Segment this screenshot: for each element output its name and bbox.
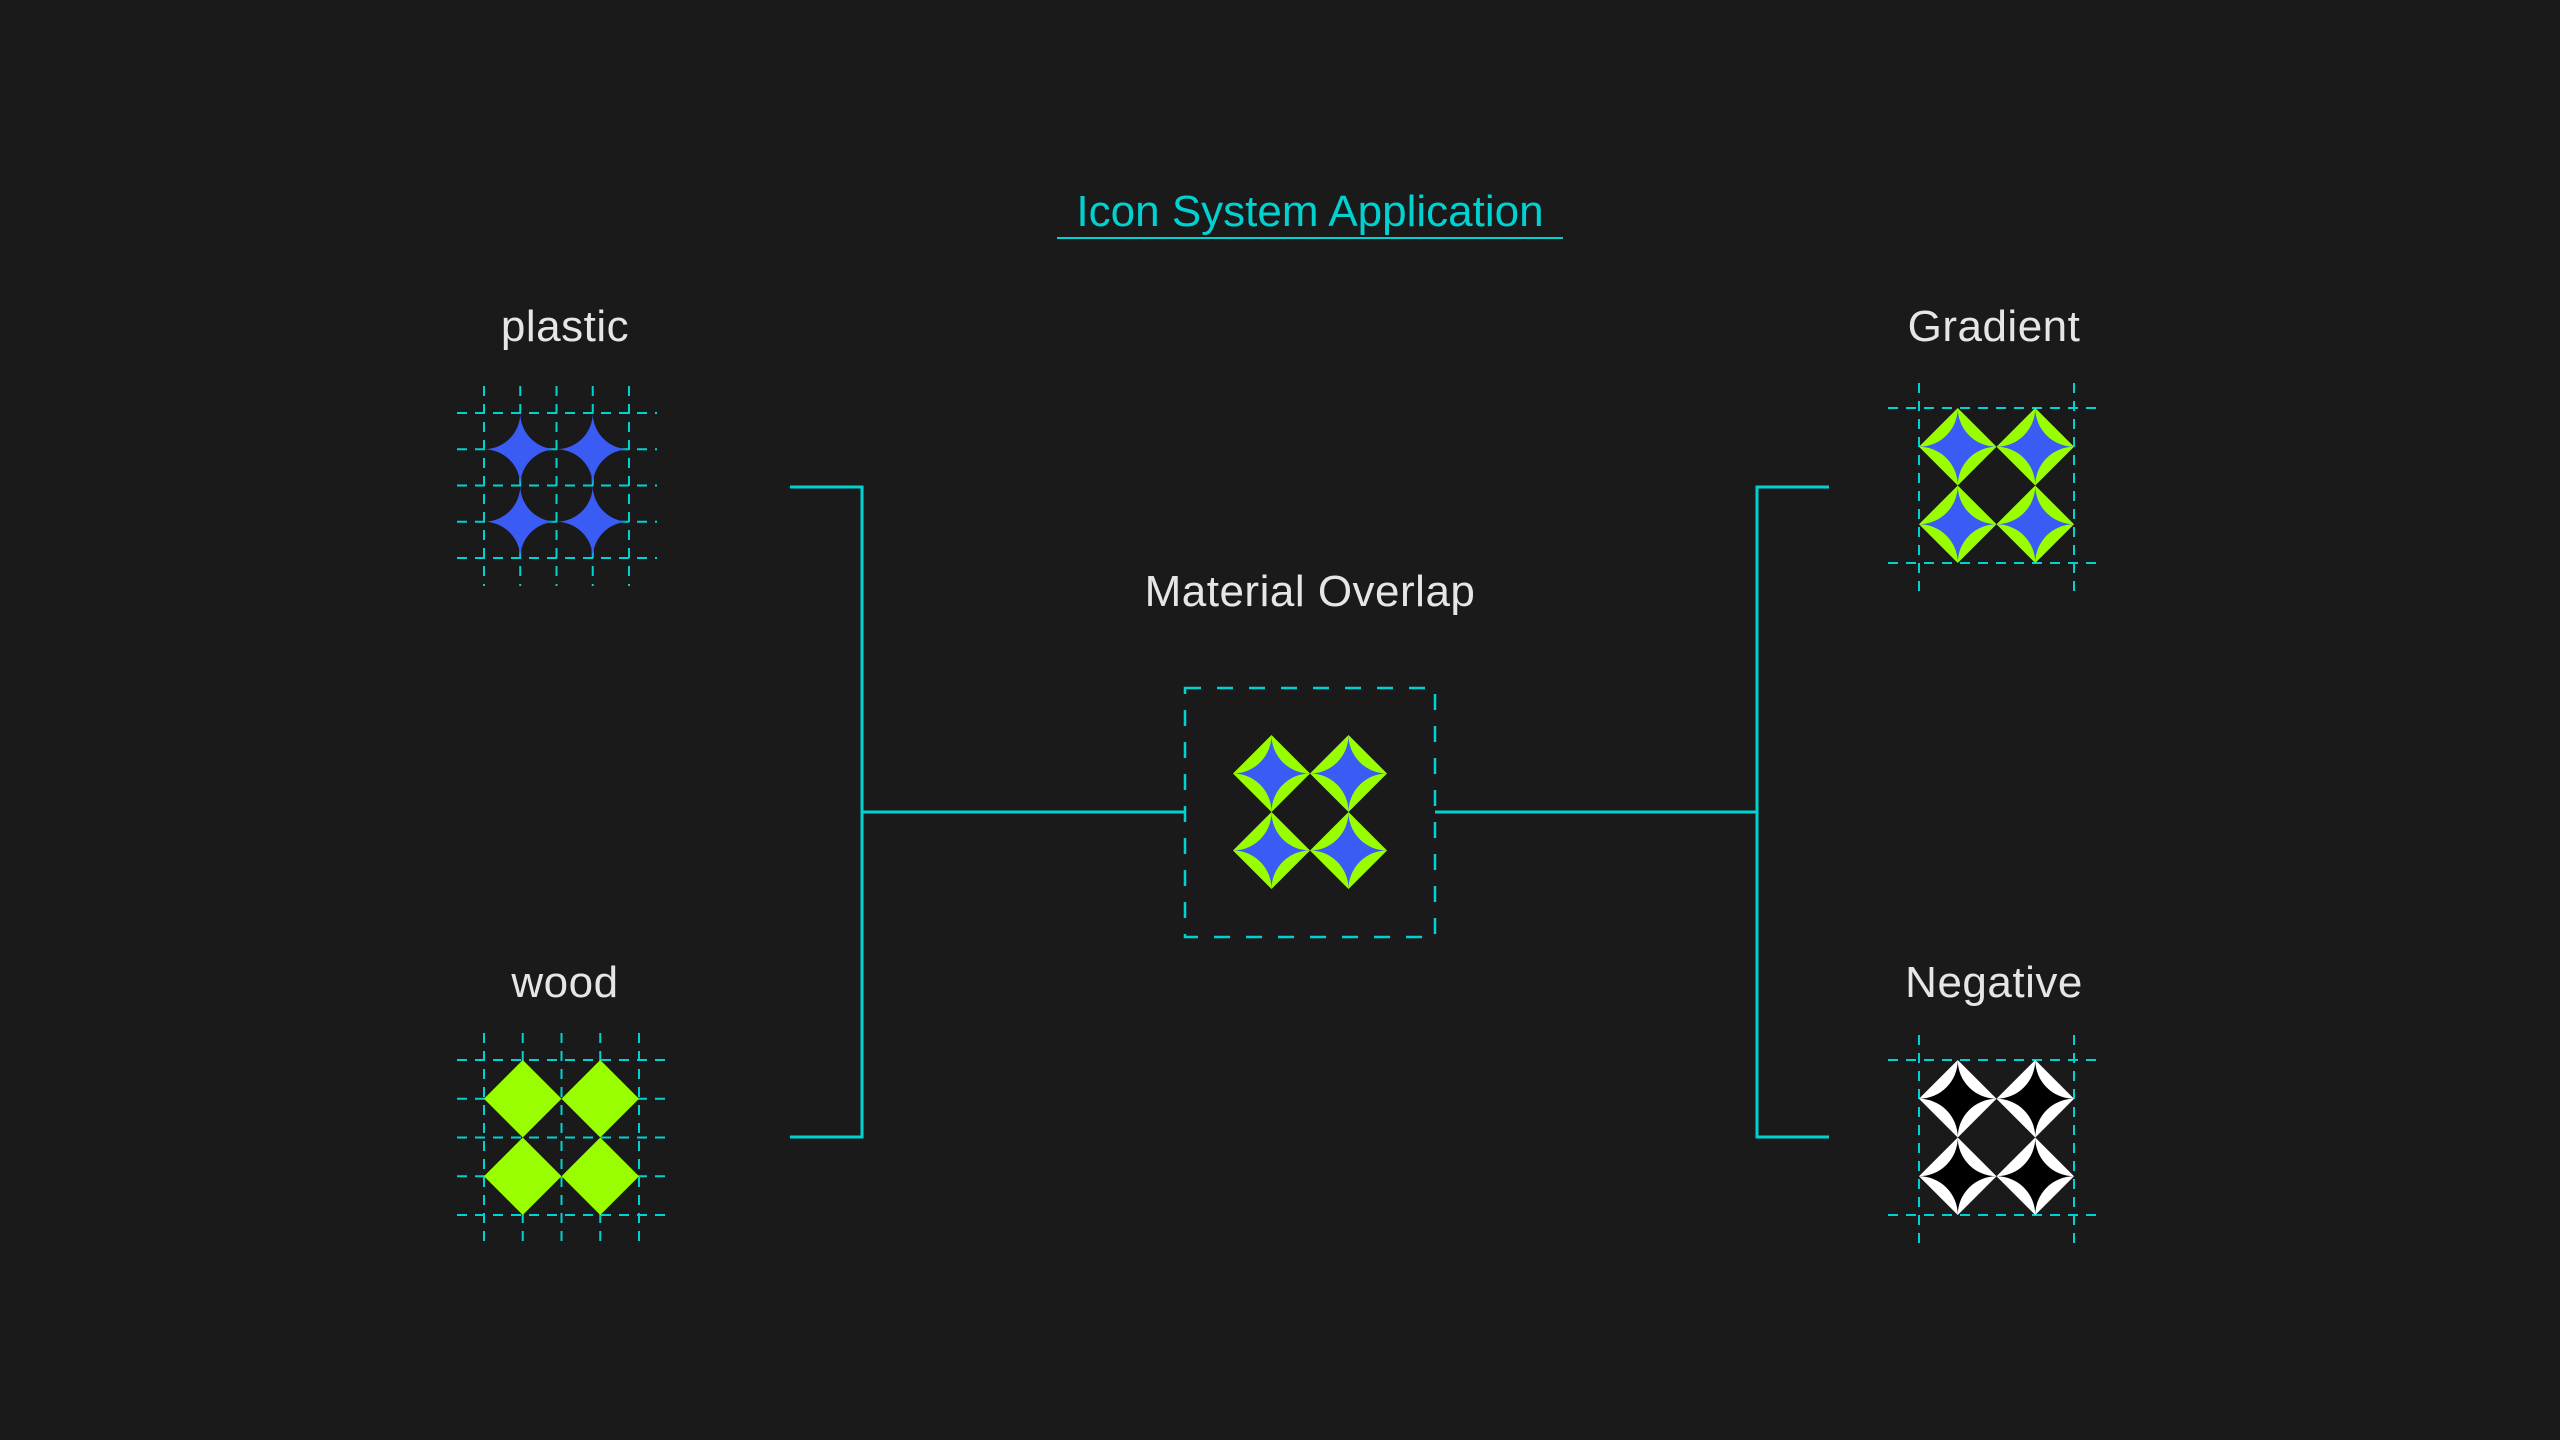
star-shape (1310, 812, 1387, 889)
material-overlap-icon (1233, 735, 1387, 889)
label-plastic: plastic (500, 302, 630, 351)
label-material-overlap: Material Overlap (1144, 567, 1476, 616)
plastic-icon (457, 386, 657, 586)
page-title: Icon System Application (1076, 187, 1544, 236)
star-shape (556, 485, 629, 558)
guide-grid (457, 386, 657, 586)
guide-grid (1888, 383, 2103, 592)
guide-grid (1888, 1035, 2103, 1244)
diamond-shape (484, 1060, 562, 1138)
diamond-shape (484, 1137, 562, 1215)
label-wood: wood (511, 958, 619, 1007)
star-shape (556, 413, 629, 486)
star-shape (1996, 1137, 2074, 1215)
star-shape (1919, 1137, 1997, 1215)
star-shape (1919, 1060, 1997, 1138)
star-shape (1919, 485, 1997, 563)
label-negative: Negative (1905, 958, 2083, 1007)
star-shape (1996, 485, 2074, 563)
star-shape (1233, 812, 1310, 889)
connector-right (1435, 485, 1829, 1139)
diamond-shape (561, 1137, 639, 1215)
diamond-shape (561, 1060, 639, 1138)
star-shape (1233, 735, 1310, 812)
connector-left (790, 485, 1185, 1139)
guide-grid (457, 1033, 667, 1243)
star-shape (1996, 408, 2074, 486)
star-shape (1919, 408, 1997, 486)
star-shape (484, 413, 557, 486)
label-gradient: Gradient (1907, 302, 2081, 351)
negative-icon (1888, 1035, 2103, 1244)
star-shape (1310, 735, 1387, 812)
star-shape (484, 485, 557, 558)
gradient-icon (1888, 383, 2103, 592)
star-shape (1996, 1060, 2074, 1138)
center-frame (1183, 686, 1437, 939)
wood-icon (457, 1033, 667, 1243)
